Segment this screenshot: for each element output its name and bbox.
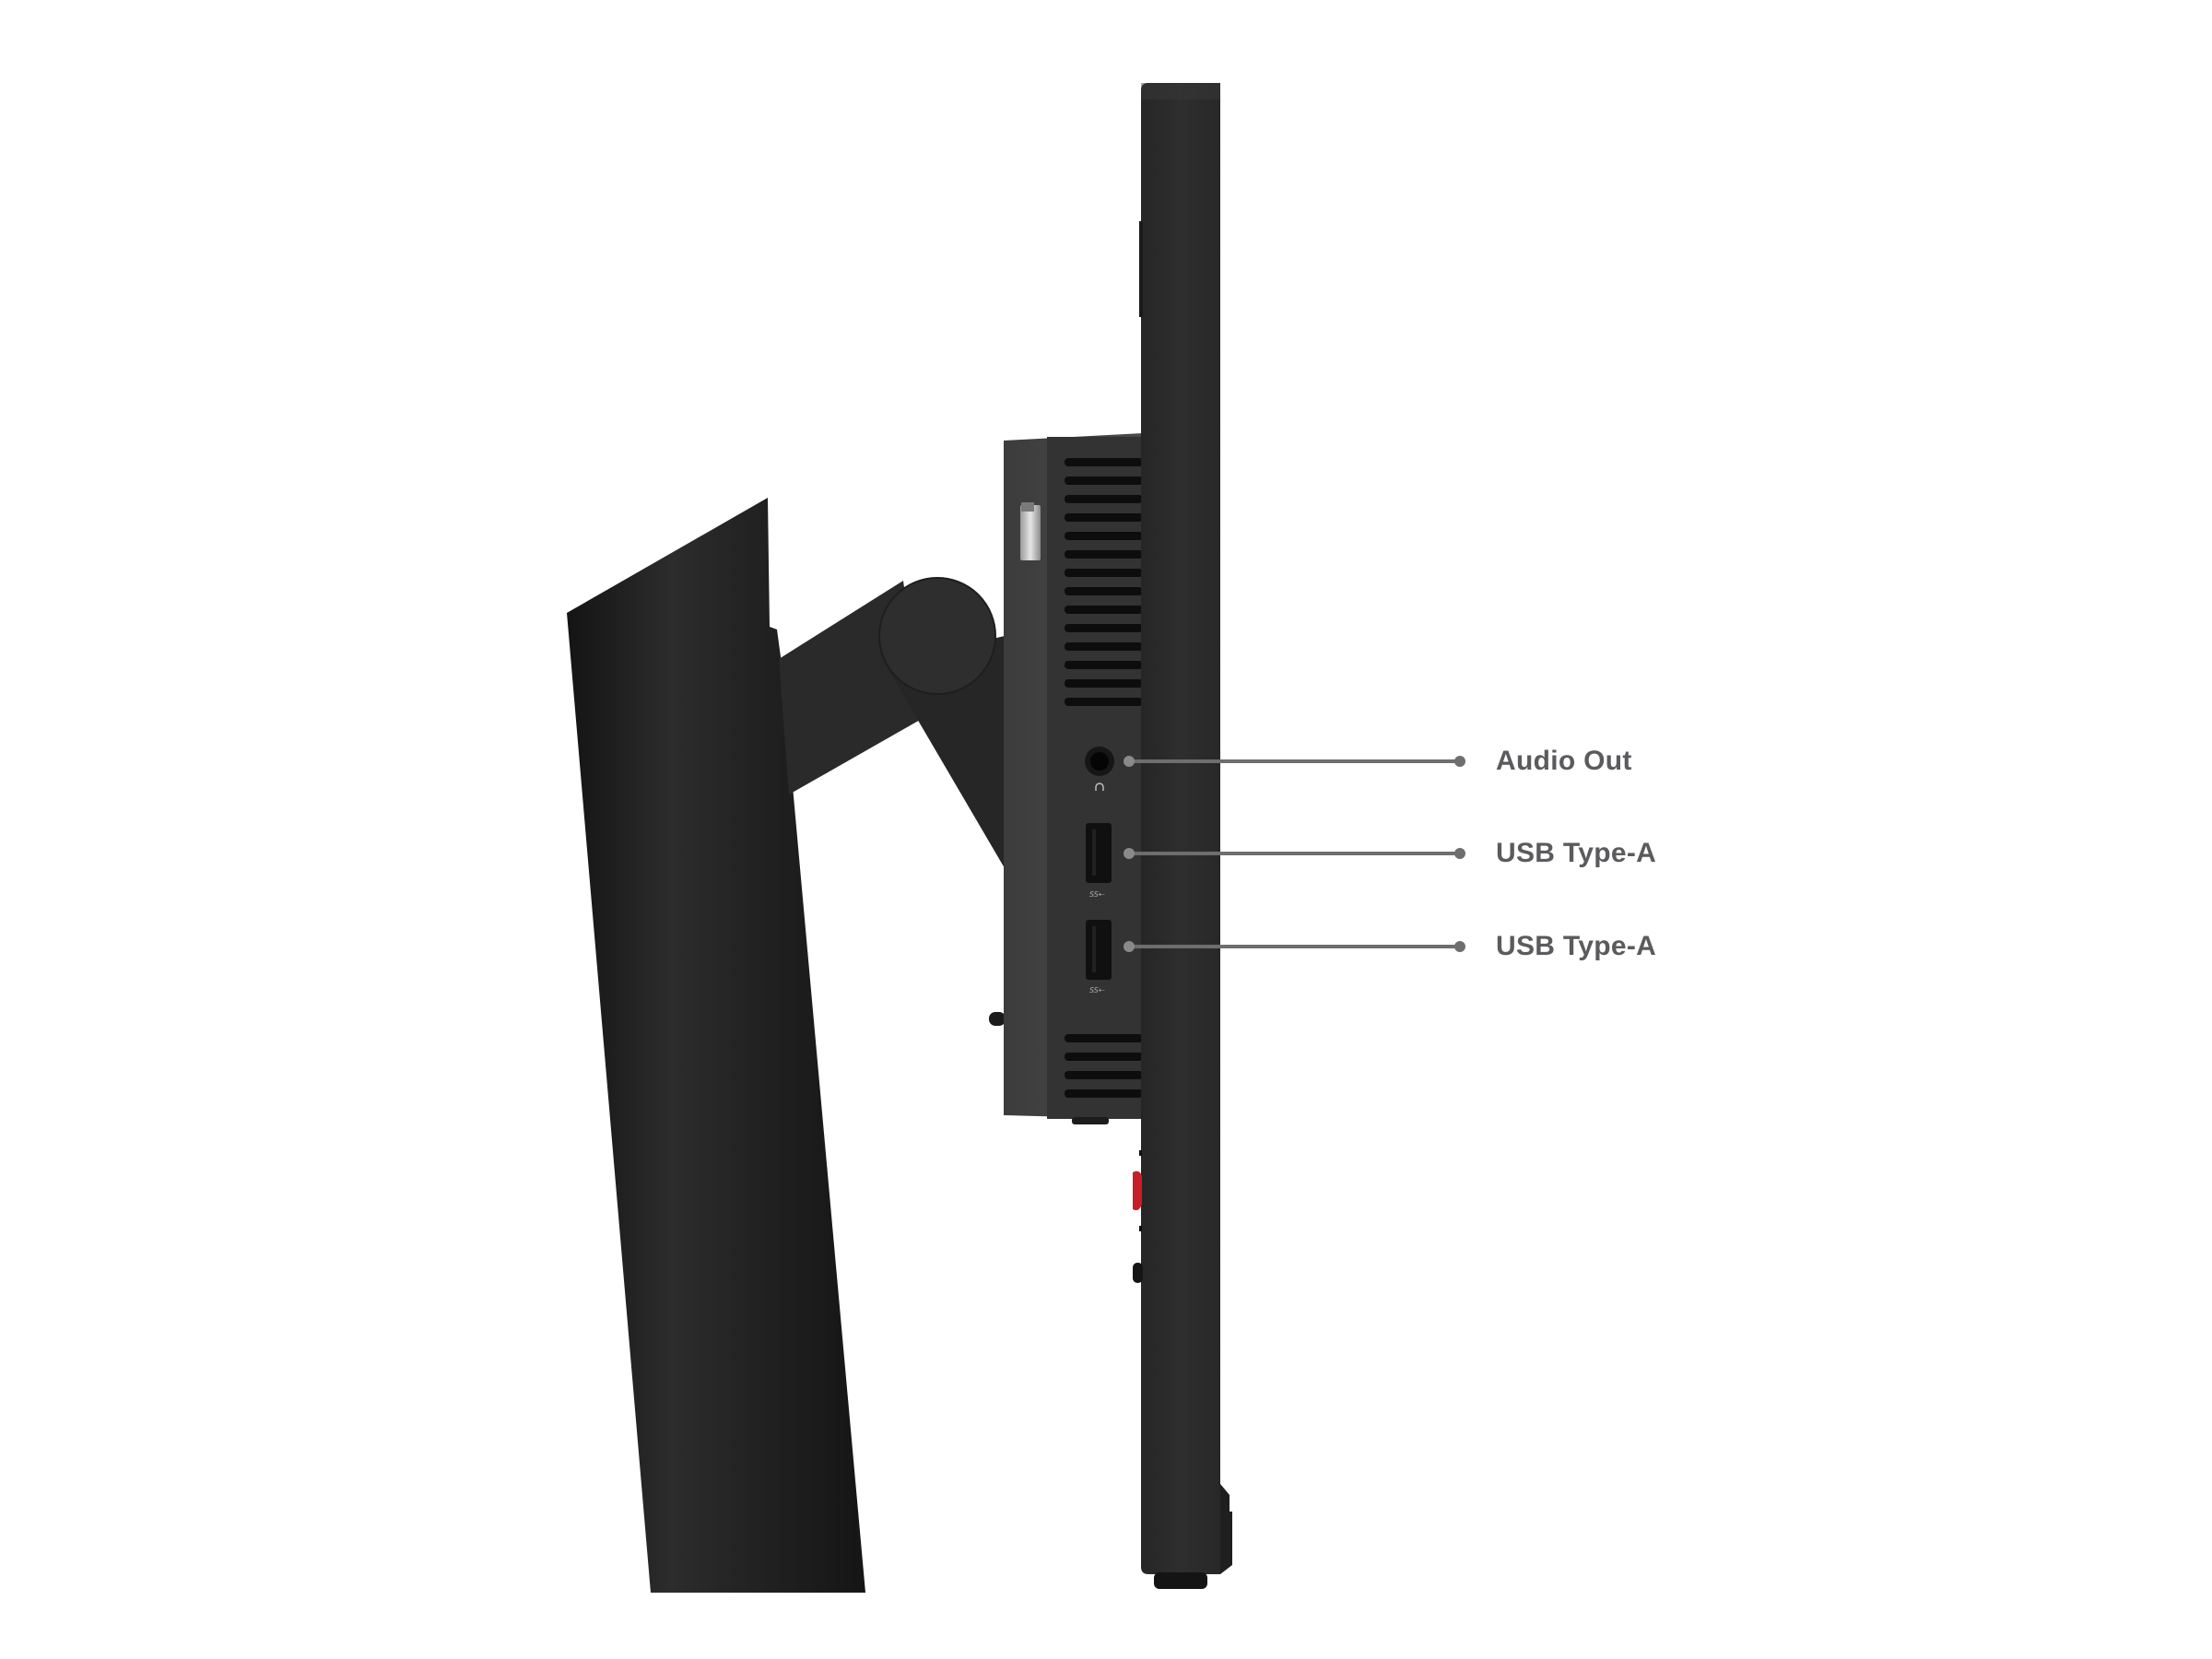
headphone-icon <box>1095 782 1104 791</box>
hinge-cap <box>878 577 996 695</box>
callout-label-audio-out: Audio Out <box>1496 746 1632 776</box>
joystick-knob <box>1133 1263 1143 1283</box>
display-panel-edge <box>1139 83 1232 1589</box>
superspeed-usb-icon: SS⇠ <box>1089 890 1105 899</box>
usb-type-a-port-1: SS⇠ <box>1086 823 1112 899</box>
stand-arm <box>779 577 1005 868</box>
lower-vent-slots <box>1065 1034 1143 1098</box>
callout-label-usb-type-a-1: USB Type-A <box>1496 838 1657 868</box>
thumbscrew <box>1020 505 1041 560</box>
panel-foot <box>1154 1572 1207 1589</box>
side-knob <box>989 1012 1006 1026</box>
upper-vent-slots <box>1065 458 1143 706</box>
usb-type-a-port-2: SS⇠ <box>1086 920 1112 994</box>
callout-lines <box>1124 756 1465 952</box>
rear-io-housing: SS⇠ SS⇠ <box>1004 433 1143 1124</box>
side-buttons <box>1133 1150 1143 1283</box>
top-side-control <box>1139 221 1143 317</box>
callout-label-usb-type-a-2: USB Type-A <box>1496 931 1657 961</box>
superspeed-usb-icon: SS⇠ <box>1089 986 1105 994</box>
audio-jack-port <box>1085 747 1114 791</box>
power-button-red <box>1133 1171 1142 1211</box>
